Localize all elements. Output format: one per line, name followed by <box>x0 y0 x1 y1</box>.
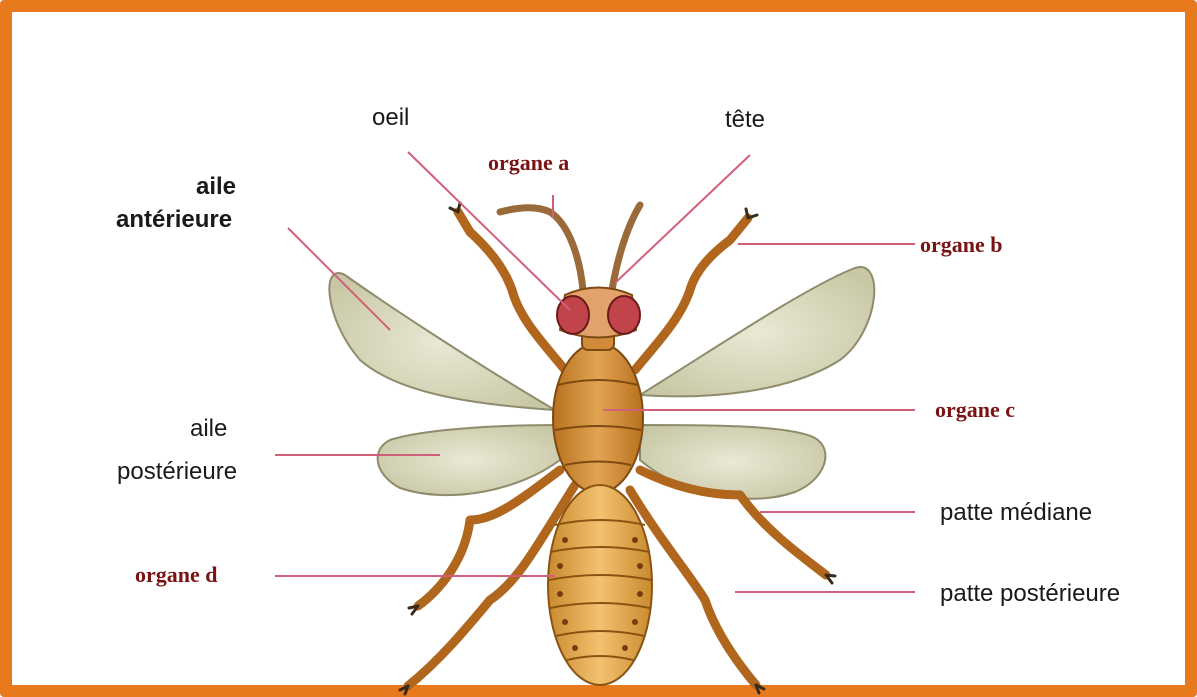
label-aile-posterieure-line2: postérieure <box>117 455 237 489</box>
forewing-left <box>329 273 555 410</box>
label-organe-d: organe d <box>135 562 218 588</box>
hindwing-right <box>640 425 825 499</box>
hindwing-left <box>378 425 560 495</box>
label-organe-c: organe c <box>935 397 1015 423</box>
label-aile-posterieure-line1: aile <box>190 412 227 446</box>
label-patte-posterieure: patte postérieure <box>940 577 1120 611</box>
abdomen <box>548 485 652 685</box>
label-tete: tête <box>725 103 765 137</box>
label-patte-mediane: patte médiane <box>940 496 1092 530</box>
label-organe-b: organe b <box>920 232 1003 258</box>
label-oeil: oeil <box>372 101 409 135</box>
eye-right <box>608 296 640 334</box>
forewing-right <box>640 267 874 396</box>
antennae <box>500 205 640 290</box>
label-organe-a: organe a <box>488 150 569 176</box>
label-aile-anterieure-line2: antérieure <box>116 203 232 237</box>
label-aile-anterieure-line1: aile <box>196 170 236 204</box>
thorax <box>553 343 643 493</box>
head <box>557 288 640 338</box>
